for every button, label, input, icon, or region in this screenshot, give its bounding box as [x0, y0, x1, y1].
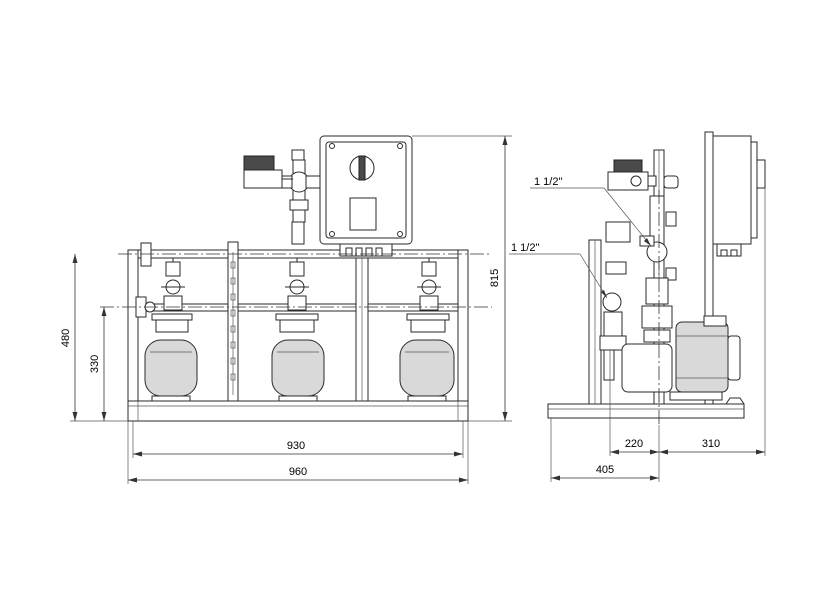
- label-inlet-height: 480: [60, 329, 72, 347]
- dim-outlet-height: 330: [89, 307, 107, 421]
- leader-lower-connection: 1 1/2": [509, 242, 608, 299]
- dim-depth-rear: 310: [659, 188, 766, 456]
- leader-upper-connection: 1 1/2": [530, 176, 652, 247]
- pump-unit-2: [271, 258, 325, 402]
- dim-overall-height: 815: [412, 135, 512, 422]
- dim-base-outer-width: 960: [127, 421, 469, 484]
- front-control-box: [319, 135, 413, 257]
- dim-base-inner-width: 930: [132, 421, 464, 458]
- side-lower-valve-assembly: [599, 261, 673, 381]
- front-view: 815 480 330 930: [60, 135, 512, 484]
- pump-unit-1: [144, 258, 198, 402]
- label-lower-connection: 1 1/2": [511, 242, 539, 254]
- side-control-box: [712, 135, 766, 257]
- label-pump-offset: 220: [625, 438, 643, 450]
- side-view: 1 1/2" 1 1/2" 220 310: [509, 131, 766, 482]
- side-pump-motor: [621, 315, 741, 401]
- label-overall-height: 815: [489, 269, 501, 287]
- dim-inlet-height: 480: [60, 254, 128, 422]
- side-upper-valve-assembly: [605, 159, 679, 281]
- label-base-inner-width: 930: [287, 440, 305, 452]
- front-valve-assembly: [277, 149, 321, 245]
- front-support-posts: [227, 241, 369, 402]
- front-perforated-rail: [230, 261, 236, 381]
- dim-depth-front: 405: [550, 418, 659, 482]
- front-base-frame: [127, 400, 469, 422]
- label-depth-rear: 310: [702, 438, 720, 450]
- pump-unit-3: [399, 258, 455, 402]
- dim-pump-offset: 220: [609, 350, 660, 482]
- label-depth-front: 405: [596, 464, 614, 476]
- front-pressure-switch: [243, 155, 293, 189]
- label-upper-connection: 1 1/2": [534, 176, 562, 188]
- label-base-outer-width: 960: [289, 466, 307, 478]
- side-base: [547, 397, 745, 419]
- label-outlet-height: 330: [89, 355, 101, 373]
